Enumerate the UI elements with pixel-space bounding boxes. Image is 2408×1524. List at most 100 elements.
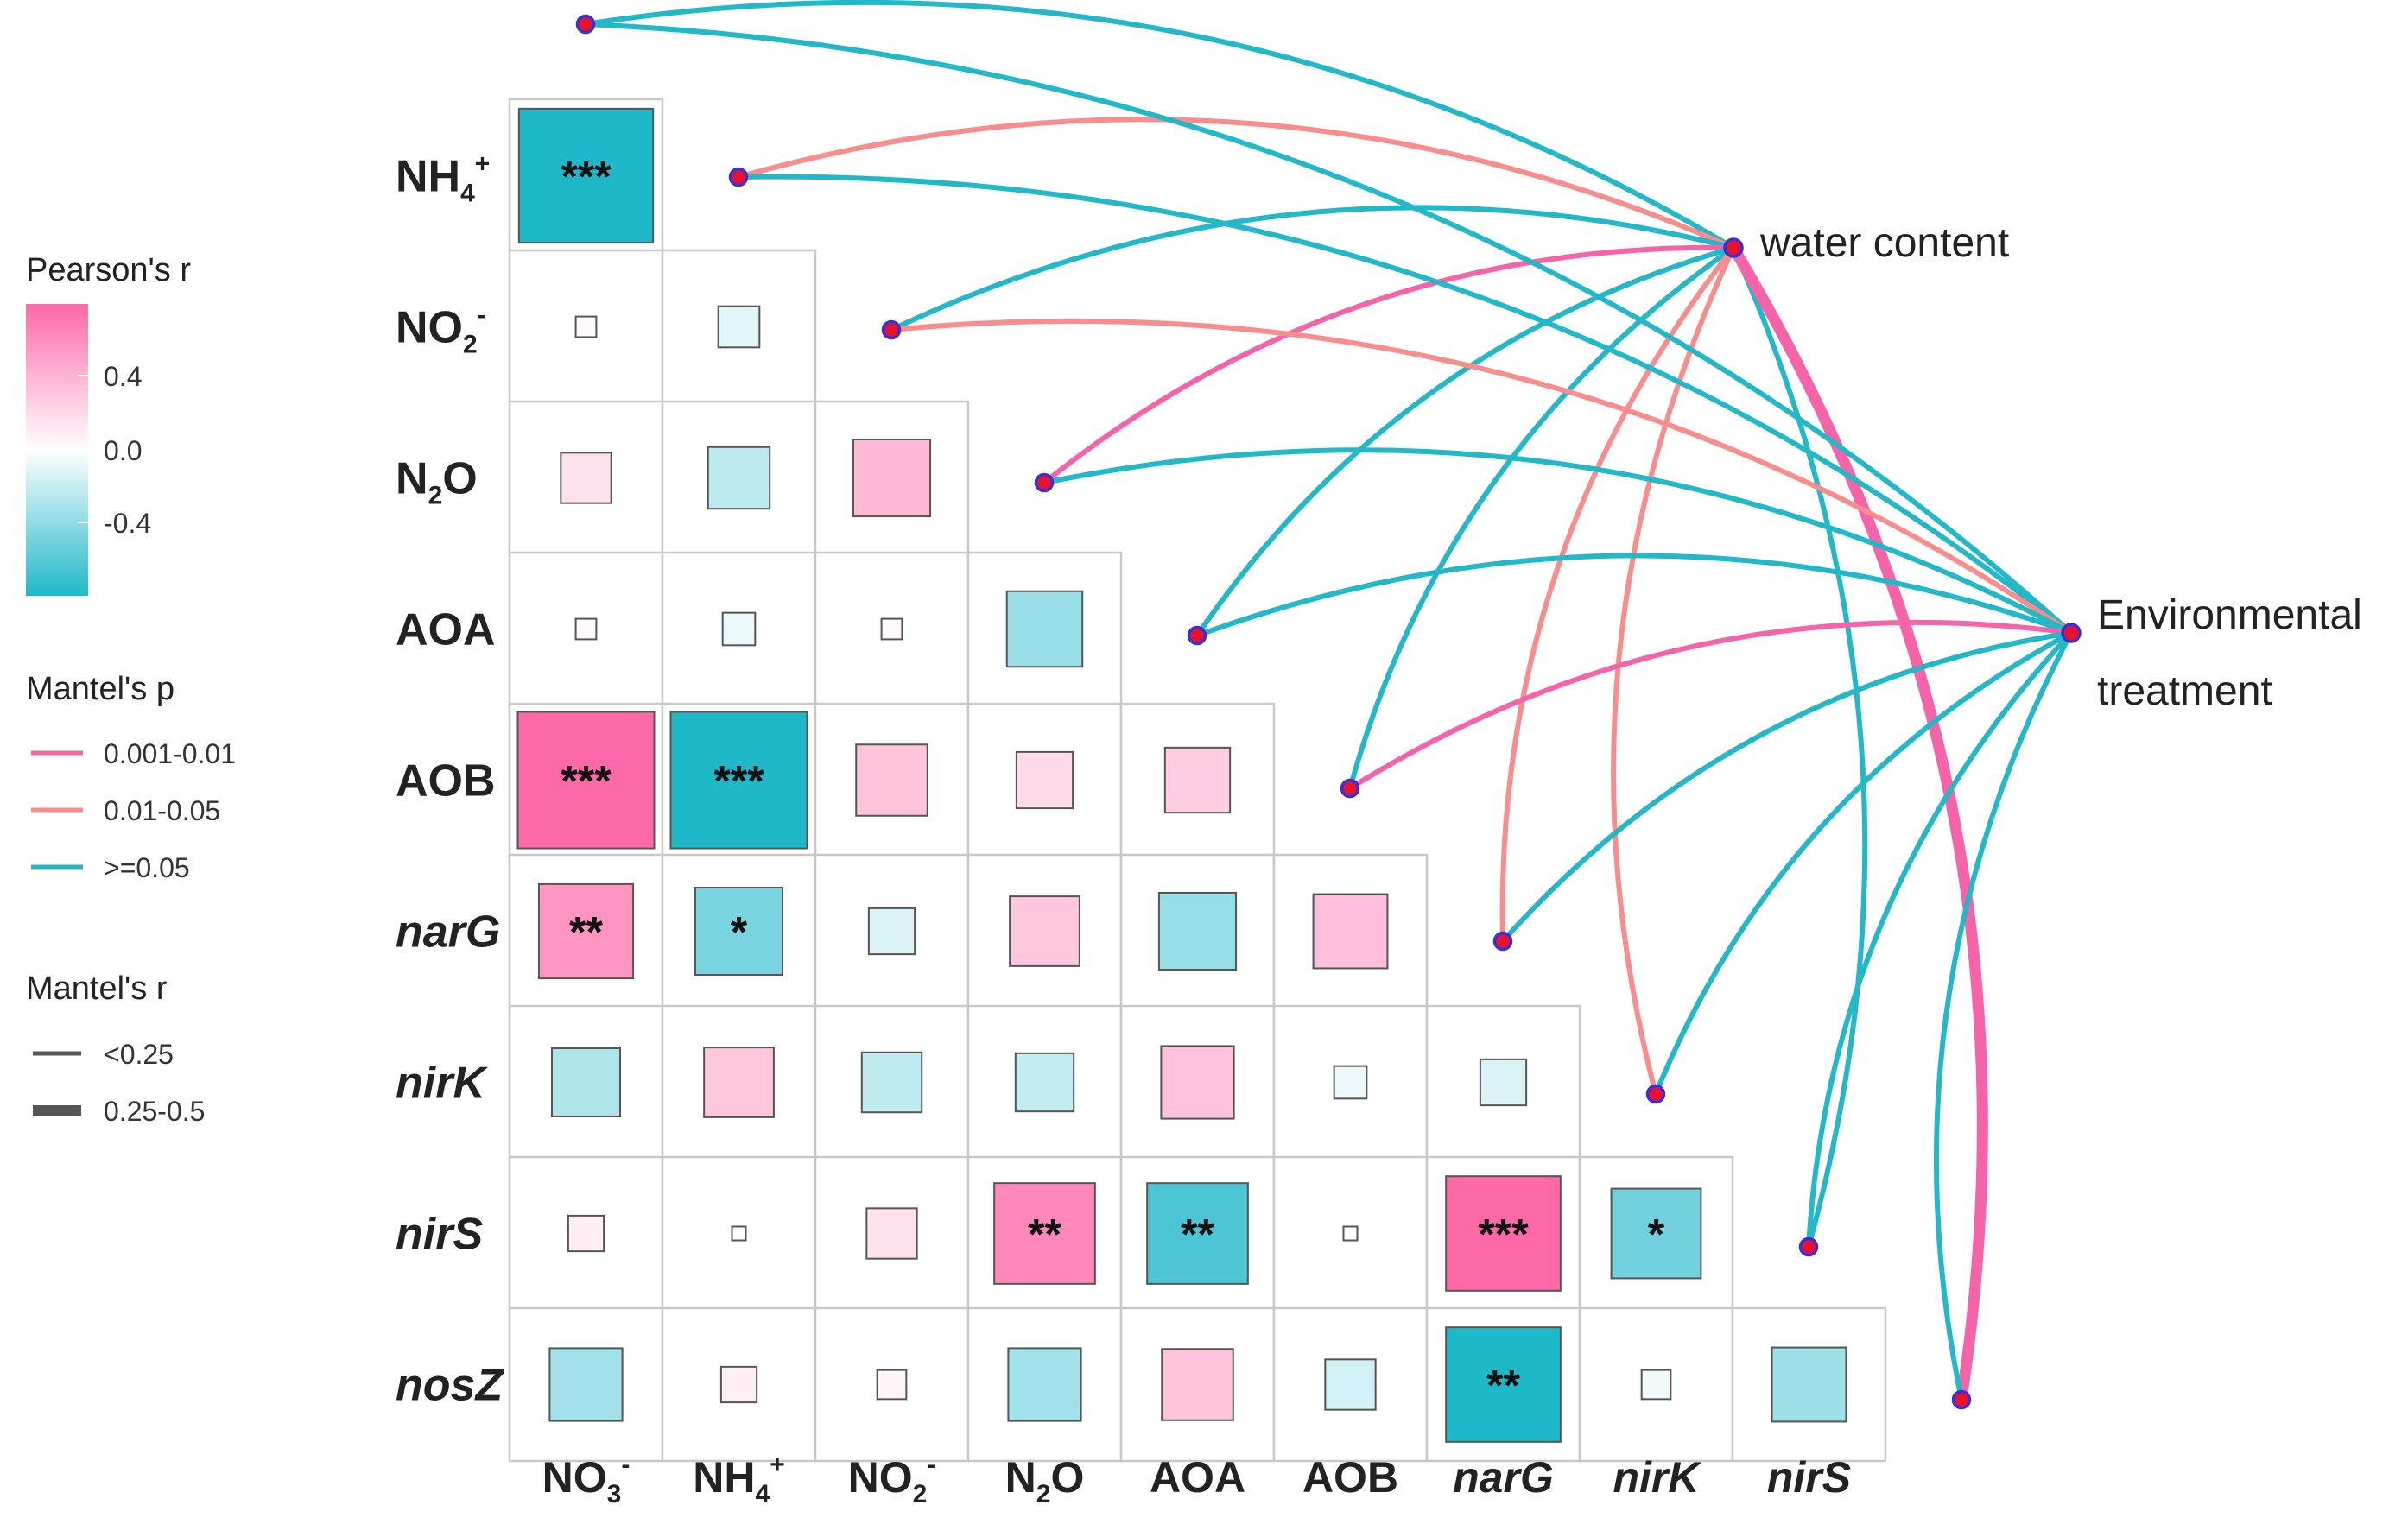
row-label-NO2: NO2- — [396, 301, 486, 359]
corr-square-nirS-AOA — [1146, 1182, 1249, 1285]
corr-square-nosZ-NO3 — [548, 1347, 624, 1422]
mantel-node-NO3 — [575, 14, 596, 35]
corr-square-nosZ-AOB — [1324, 1358, 1377, 1411]
mantel-node-N2O — [1034, 472, 1055, 493]
corr-square-narG-AOB — [1312, 893, 1389, 970]
corr-square-nirK-NO2 — [860, 1051, 923, 1114]
legend-pearson-title: Pearson's r — [26, 252, 191, 288]
legend-colorbar-tick-label: -0.4 — [104, 508, 151, 539]
corr-square-nosZ-NO2 — [876, 1369, 908, 1401]
corr-square-AOB-NH4 — [669, 711, 808, 850]
mantel-link-env-NO3 — [583, 22, 2074, 636]
corr-square-AOA-N2O — [1005, 590, 1084, 668]
sig-label-nosZ-narG: ** — [1486, 1362, 1520, 1410]
corr-square-AOA-NO3 — [574, 617, 598, 641]
corr-square-narG-N2O — [1009, 895, 1080, 967]
corr-square-nirK-AOB — [1333, 1065, 1368, 1100]
legend-colorbar-tick-label: 0.4 — [104, 361, 142, 392]
grid-cell-AOB-N2O — [966, 702, 1123, 858]
legend-mantel-p-label: 0.01-0.05 — [104, 795, 220, 826]
mantel-link-env-nosZ — [1934, 630, 2074, 1402]
grid-cell-nosZ-NO2 — [814, 1306, 970, 1463]
corr-square-narG-AOA — [1157, 891, 1238, 971]
mantel-link-wc-NO3 — [583, 0, 1736, 250]
col-label-nirK: nirK — [1613, 1453, 1703, 1502]
axis-labels: NH4+NO2-N2OAOAAOBnarGnirKnirSnosZNO3-NH4… — [396, 150, 2362, 1509]
corr-square-nosZ-nirS — [1771, 1346, 1847, 1423]
col-label-nirS: nirS — [1767, 1453, 1851, 1502]
legend-colorbar-tick-label: 0.0 — [104, 435, 142, 466]
corr-square-narG-NO3 — [537, 882, 635, 980]
corr-square-NO2-NO3 — [574, 315, 598, 338]
source-label-water-content: water content — [1759, 220, 2009, 266]
corr-square-AOB-AOA — [1163, 746, 1232, 814]
corr-square-nirS-NH4 — [731, 1225, 747, 1242]
col-label-NO2: NO2- — [848, 1451, 936, 1508]
corr-square-nirK-narG — [1479, 1058, 1528, 1107]
corr-square-nosZ-narG — [1445, 1326, 1562, 1443]
corr-square-NO2-NH4 — [717, 305, 761, 349]
sig-label-nirS-N2O: ** — [1028, 1211, 1061, 1259]
row-label-N2O: N2O — [396, 454, 478, 510]
corr-square-narG-NH4 — [694, 886, 784, 977]
col-label-narG: narG — [1453, 1453, 1554, 1502]
mantel-link-env-NO2 — [889, 318, 2074, 636]
mantel-links — [583, 0, 2074, 1406]
sig-label-NH4-NO3: *** — [561, 153, 612, 201]
corr-square-nirS-NO3 — [567, 1214, 605, 1253]
corr-square-nirS-nirK — [1610, 1187, 1702, 1280]
correlation-grid: ********************** — [508, 98, 1887, 1463]
corr-square-nosZ-N2O — [1007, 1347, 1082, 1422]
mantel-node-narG — [1492, 931, 1513, 952]
corr-square-AOA-NH4 — [721, 611, 757, 647]
mantel-nodes — [575, 14, 2082, 1410]
corr-square-nirK-NH4 — [703, 1047, 775, 1118]
mantel-node-nirK — [1645, 1084, 1666, 1104]
mantel-link-wc-nirS — [1731, 245, 1868, 1249]
legend-mantel-p-label: 0.001-0.01 — [104, 738, 236, 769]
mantel-link-env-nirS — [1806, 630, 2074, 1249]
mantel-link-env-AOA — [1194, 553, 2074, 638]
corr-square-AOB-NO3 — [516, 711, 656, 850]
mantel-link-wc-AOB — [1347, 245, 1736, 791]
legend-mantel-r-label: 0.25-0.5 — [104, 1096, 205, 1127]
corr-square-N2O-NO3 — [560, 452, 612, 504]
row-label-narG: narG — [396, 907, 500, 958]
sig-label-AOB-NH4: *** — [713, 757, 764, 806]
corr-square-nosZ-nirK — [1640, 1369, 1672, 1401]
row-label-AOB: AOB — [396, 756, 496, 806]
col-label-NO3: NO3- — [542, 1451, 631, 1508]
corr-square-N2O-NH4 — [707, 446, 771, 510]
corr-square-nirK-N2O — [1014, 1052, 1075, 1113]
corr-square-AOB-NO2 — [855, 743, 928, 817]
corr-square-AOA-NO2 — [880, 617, 903, 641]
mantel-link-wc-N2O — [1042, 244, 1736, 485]
legend-mantel-p-label: >=0.05 — [104, 852, 190, 883]
corr-square-NH4-NO3 — [517, 107, 655, 244]
mantel-node-AOB — [1340, 778, 1360, 799]
corr-square-nirS-NO2 — [865, 1207, 918, 1260]
col-label-AOB: AOB — [1302, 1453, 1398, 1502]
source-node-env — [2061, 623, 2082, 643]
row-label-NH4: NH4+ — [396, 150, 490, 208]
corr-square-N2O-NO2 — [852, 438, 932, 518]
grid-cell-nosZ-AOA — [1119, 1306, 1276, 1463]
row-label-AOA: AOA — [396, 605, 496, 655]
sig-label-AOB-NO3: *** — [561, 757, 612, 806]
sig-label-nirS-narG: *** — [1478, 1211, 1529, 1259]
mantel-link-wc-NH4 — [736, 117, 1736, 250]
mantel-link-wc-nirK — [1611, 245, 1736, 1097]
row-label-nirK: nirK — [396, 1059, 488, 1109]
mantel-node-nirS — [1798, 1236, 1819, 1257]
mantel-link-env-NH4 — [736, 174, 2074, 636]
corr-square-nirK-NO3 — [551, 1047, 621, 1117]
mantel-link-env-N2O — [1042, 447, 2074, 636]
row-label-nirS: nirS — [396, 1210, 483, 1260]
corr-square-AOB-N2O — [1015, 750, 1074, 810]
source-label-environmental-treatment-1: treatment — [2097, 668, 2272, 714]
source-node-wc — [1723, 237, 1744, 258]
mantel-node-nosZ — [1951, 1389, 1972, 1410]
source-label-environmental-treatment-0: Environmental — [2097, 592, 2362, 638]
